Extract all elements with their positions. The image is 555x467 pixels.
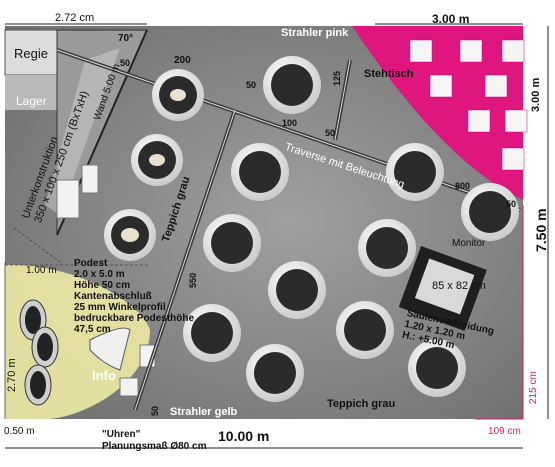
red-dimension-lines bbox=[475, 205, 524, 420]
lager-area bbox=[5, 75, 57, 110]
clock bbox=[268, 261, 326, 319]
regie-label: Regie bbox=[14, 46, 48, 61]
clock bbox=[231, 143, 289, 201]
strahler-gelb-label: Strahler gelb bbox=[170, 406, 238, 418]
truss-mark: 50 bbox=[246, 80, 257, 90]
dimension-lines bbox=[5, 23, 549, 449]
podest-clock bbox=[104, 209, 156, 261]
crate bbox=[81, 164, 99, 194]
truss-mark: 200 bbox=[174, 55, 191, 66]
clock bbox=[408, 339, 466, 397]
truss-angle: 70° bbox=[118, 33, 134, 44]
info-tables bbox=[19, 299, 59, 406]
lager-label: Lager bbox=[16, 94, 47, 108]
dim-top-right: 3.00 m bbox=[432, 12, 470, 26]
dim-right-small: 3.00 m bbox=[530, 77, 542, 112]
stehtisch-cubes bbox=[409, 39, 528, 171]
podest-description: Podest 2.0 x 5.0 m Höhe 50 cm Kantenabsc… bbox=[74, 258, 195, 335]
teppich-bottom-label: Teppich grau bbox=[327, 398, 396, 410]
truss-mark: 125 bbox=[332, 70, 342, 86]
monitor-size-label: 85 x 82 cm bbox=[432, 280, 486, 292]
clock bbox=[183, 304, 241, 362]
clock bbox=[461, 183, 519, 241]
stehtisch-label: Stehtisch bbox=[364, 68, 414, 80]
dim-top-left: 2.72 cm bbox=[55, 12, 95, 24]
uhren-label: "Uhren" Planungsmaß Ø80 cm bbox=[102, 429, 207, 452]
info-label: Info bbox=[92, 368, 116, 383]
podest-clock bbox=[131, 134, 183, 186]
podest-clock-group bbox=[104, 69, 204, 261]
guide-line bbox=[13, 227, 61, 263]
dim-right-total: 7.50 m bbox=[533, 208, 549, 252]
dim-red-vertical: 215 cm bbox=[528, 371, 539, 404]
clock bbox=[358, 219, 416, 277]
truss-mark: 50 bbox=[120, 58, 131, 68]
truss-mark: 50 bbox=[325, 128, 336, 138]
clock bbox=[203, 214, 261, 272]
monitor-label: Monitor bbox=[452, 238, 486, 249]
clock bbox=[263, 56, 321, 114]
truss-mark: 50 bbox=[150, 405, 160, 416]
dim-red-horizontal: 109 cm bbox=[488, 426, 521, 437]
dim-bottom-left: 0.50 m bbox=[4, 426, 35, 437]
clock bbox=[386, 143, 444, 201]
crate bbox=[119, 377, 139, 397]
truss-mark: 800 bbox=[455, 181, 471, 191]
dim-info-height: 2.70 m bbox=[6, 358, 18, 392]
info-counter bbox=[89, 327, 131, 371]
monitor-screen bbox=[414, 258, 475, 315]
truss-mark: 50 bbox=[506, 199, 517, 209]
dim-info-width: 1.00 m bbox=[26, 265, 57, 276]
clock bbox=[336, 301, 394, 359]
clock bbox=[246, 344, 304, 402]
podest-clock bbox=[152, 69, 204, 121]
pink-light-zone bbox=[352, 26, 523, 200]
crate bbox=[56, 179, 80, 219]
strahler-pink-label: Strahler pink bbox=[281, 27, 349, 39]
dim-bottom-total: 10.00 m bbox=[218, 428, 270, 444]
clock-group bbox=[183, 56, 519, 402]
wand-surface bbox=[45, 48, 120, 215]
truss-mark: 100 bbox=[282, 118, 298, 128]
